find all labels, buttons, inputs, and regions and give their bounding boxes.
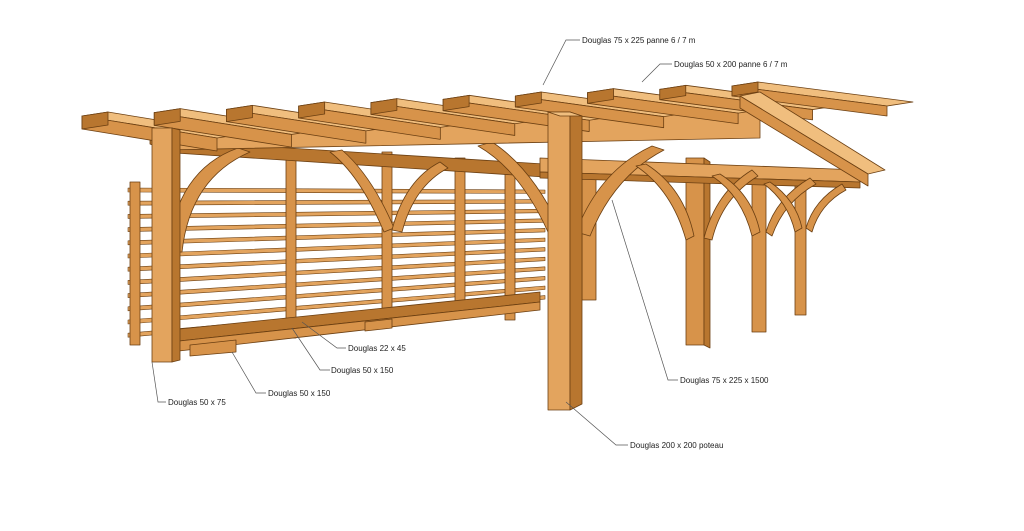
label-slat: Douglas 22 x 45 <box>301 321 406 353</box>
curved-braces <box>167 141 847 253</box>
wall-slat <box>127 266 546 298</box>
rafter-end <box>514 91 542 108</box>
annotations: Douglas 75 x 225 panne 6 / 7 m Douglas 5… <box>151 36 788 450</box>
svg-text:Douglas 50 x 150: Douglas 50 x 150 <box>268 389 331 398</box>
left-front-post <box>151 127 181 363</box>
label-top-beam: Douglas 75 x 225 panne 6 / 7 m <box>542 36 696 86</box>
label-post: Douglas 200 x 200 poteau <box>565 401 723 450</box>
svg-text:Douglas 200 x 200 poteau: Douglas 200 x 200 poteau <box>630 441 723 450</box>
wall-slat <box>127 256 546 285</box>
rafter-end <box>587 88 614 104</box>
wall-slat <box>127 187 546 194</box>
label-rail: Douglas 50 x 150 <box>291 327 394 375</box>
wall-slat <box>127 237 546 259</box>
wall-slat <box>127 228 546 246</box>
rafter-end <box>226 104 253 123</box>
rafter-end <box>153 108 181 126</box>
wall-slat <box>127 276 546 312</box>
bottom-sill <box>169 291 541 357</box>
rafter-end <box>370 98 398 115</box>
side-posts <box>581 157 807 349</box>
label-rafter: Douglas 50 x 200 panne 6 / 7 m <box>641 60 788 83</box>
rafter-end <box>298 101 326 119</box>
svg-text:Douglas 50 x 200 panne 6 / 7 m: Douglas 50 x 200 panne 6 / 7 m <box>674 60 788 69</box>
rafter-end <box>442 94 470 112</box>
wall-slat <box>127 218 546 232</box>
label-brace: Douglas 75 x 225 x 1500 <box>611 199 769 385</box>
wall-slat <box>127 285 546 325</box>
svg-text:Douglas 50 x 75: Douglas 50 x 75 <box>168 398 226 407</box>
svg-text:Douglas 75 x 225 panne 6 / 7: Douglas 75 x 225 panne 6 / 7 m <box>582 36 696 45</box>
rafters <box>81 81 914 187</box>
rafter-end <box>659 84 687 101</box>
svg-text:Douglas 75 x 225 x 1500: Douglas 75 x 225 x 1500 <box>680 376 769 385</box>
back-wall-posts <box>129 149 516 346</box>
label-sill: Douglas 50 x 150 <box>231 351 331 398</box>
main-front-post <box>547 111 583 411</box>
rafter-side <box>739 95 869 187</box>
wall-slat <box>127 247 546 272</box>
svg-text:Douglas 22 x 45: Douglas 22 x 45 <box>348 344 406 353</box>
svg-text:Douglas 50 x 150: Douglas 50 x 150 <box>331 366 394 375</box>
label-stud: Douglas 50 x 75 <box>151 361 226 407</box>
rafter-end <box>81 111 109 130</box>
